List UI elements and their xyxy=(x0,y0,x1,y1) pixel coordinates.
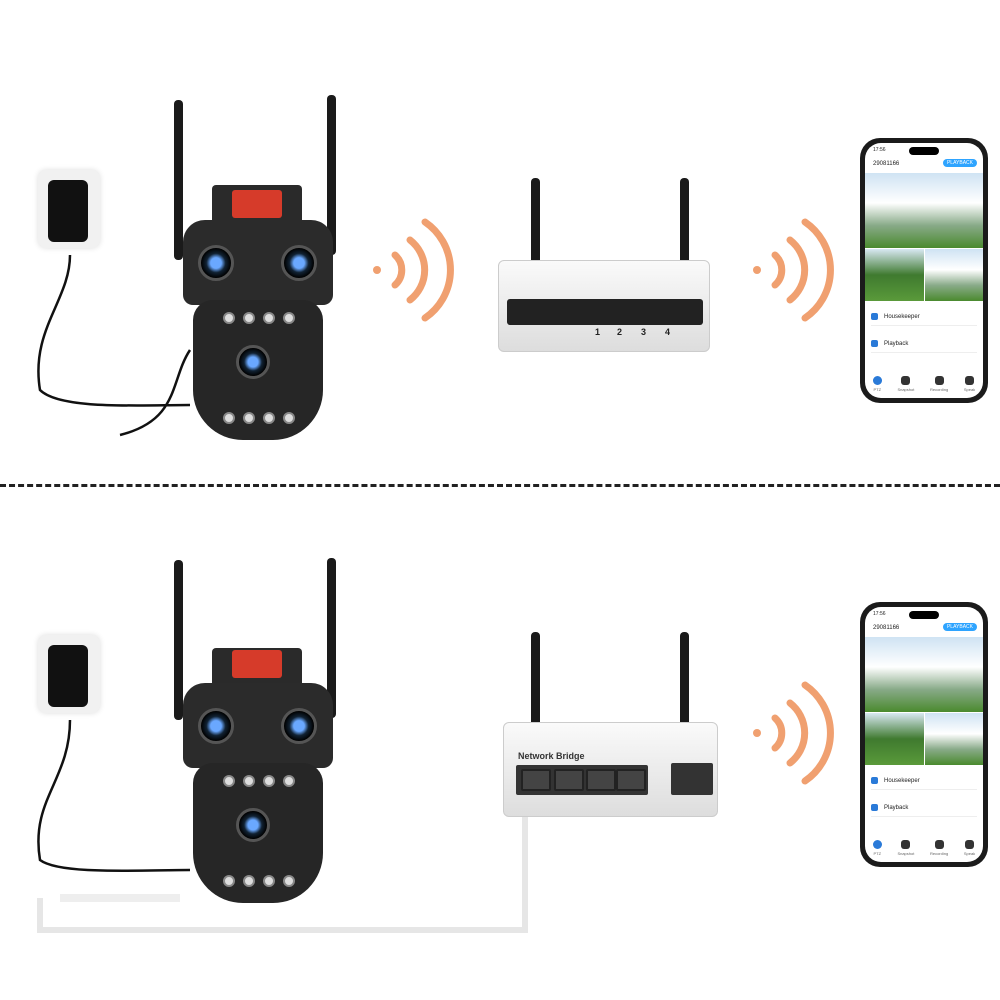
power-adapter xyxy=(48,645,88,707)
status-time: 17:56 xyxy=(873,147,886,153)
port-number: 4 xyxy=(665,327,671,337)
lens xyxy=(236,345,270,379)
smartphone-app: 17:56 29081166 PLAYBACK Housekeeper Play… xyxy=(860,138,988,403)
menu-housekeeper[interactable]: Housekeeper xyxy=(884,313,920,320)
playback-button[interactable]: PLAYBACK xyxy=(942,623,977,631)
antenna xyxy=(680,632,689,732)
camera-feed xyxy=(865,173,983,248)
playback-button[interactable]: PLAYBACK xyxy=(942,159,977,167)
tab-recording[interactable]: Recording xyxy=(930,376,948,392)
tab-snapshot[interactable]: Snapshot xyxy=(897,840,914,856)
menu-playback[interactable]: Playback xyxy=(884,804,909,811)
tab-snapshot[interactable]: Snapshot xyxy=(897,376,914,392)
smartphone-app: 17:56 29081166 PLAYBACK Housekeeper Play… xyxy=(860,602,988,867)
lens xyxy=(281,245,317,281)
device-id: 29081166 xyxy=(873,161,900,167)
antenna xyxy=(531,632,540,732)
lens xyxy=(236,808,270,842)
tab-speak[interactable]: Speak xyxy=(964,376,975,392)
camera xyxy=(170,95,345,445)
tab-ptz[interactable]: PTZ xyxy=(872,840,882,856)
lens xyxy=(198,245,234,281)
menu-playback[interactable]: Playback xyxy=(884,340,909,347)
tab-recording[interactable]: Recording xyxy=(930,840,948,856)
status-time: 17:56 xyxy=(873,611,886,617)
antenna xyxy=(174,560,183,720)
wifi-icon xyxy=(753,218,834,322)
menu-housekeeper[interactable]: Housekeeper xyxy=(884,777,920,784)
lens xyxy=(198,708,234,744)
port-number: 1 xyxy=(595,327,601,337)
wifi-icon xyxy=(373,218,454,322)
wifi-router: 1 2 3 4 xyxy=(498,178,713,358)
dashed-divider xyxy=(0,484,1000,487)
tab-speak[interactable]: Speak xyxy=(964,840,975,856)
antenna xyxy=(327,558,336,718)
antenna xyxy=(680,178,689,268)
antenna xyxy=(531,178,540,268)
device-id: 29081166 xyxy=(873,625,900,631)
tab-ptz[interactable]: PTZ xyxy=(872,376,882,392)
camera-feed xyxy=(865,637,983,712)
antenna xyxy=(327,95,336,255)
network-bridge: Network Bridge xyxy=(498,632,723,822)
lens xyxy=(281,708,317,744)
port-number: 3 xyxy=(641,327,647,337)
port-number: 2 xyxy=(617,327,623,337)
wall-outlet xyxy=(38,635,100,713)
antenna xyxy=(174,100,183,260)
wifi-icon xyxy=(753,681,834,785)
network-bridge-label: Network Bridge xyxy=(518,751,585,761)
wall-outlet xyxy=(38,170,100,248)
camera xyxy=(170,558,345,908)
power-adapter xyxy=(48,180,88,242)
